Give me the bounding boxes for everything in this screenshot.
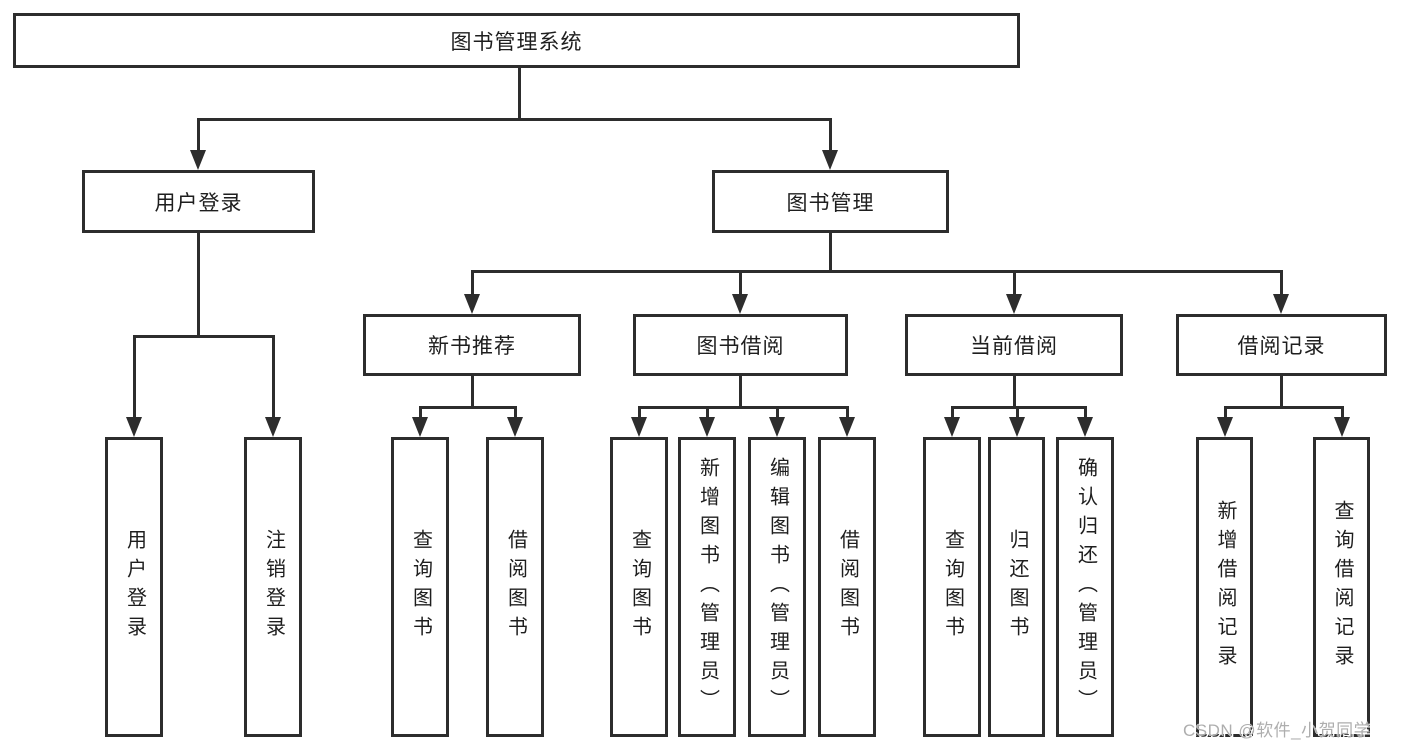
node-user-login-leaf: 用户登录 (105, 437, 163, 737)
connector-line (1016, 406, 1019, 419)
arrowhead-down-icon (699, 417, 715, 437)
arrowhead-down-icon (839, 417, 855, 437)
node-label: 借阅图书 (836, 529, 859, 645)
connector-line (419, 406, 517, 409)
connector-line (471, 270, 1283, 273)
node-book-borrowing: 图书借阅 (633, 314, 848, 376)
node-label: 查询图书 (409, 529, 432, 645)
connector-line (638, 406, 849, 409)
csdn-watermark: CSDN @软件_小贺同学 (1183, 721, 1372, 740)
arrowhead-down-icon (190, 150, 206, 170)
arrowhead-down-icon (1217, 417, 1233, 437)
connector-line (706, 406, 709, 419)
node-label: 图书管理 (786, 191, 875, 215)
connector-line (951, 406, 1087, 409)
node-label: 新书推荐 (428, 335, 516, 358)
connector-line (846, 406, 849, 419)
connector-line (638, 406, 641, 419)
connector-line (272, 335, 275, 419)
node-label: 新增借阅记录 (1214, 500, 1236, 674)
connector-line (471, 376, 474, 406)
connector-line (739, 376, 742, 406)
node-label: 查询图书 (941, 529, 964, 645)
node-label: 图书管理系统 (450, 30, 583, 54)
node-add-borrow-record: 新增借阅记录 (1196, 437, 1253, 737)
connector-line (1341, 406, 1344, 419)
node-query-books-recommend: 查询图书 (391, 437, 449, 737)
node-confirm-return-admin: 确认归还（管理员） (1056, 437, 1114, 737)
arrowhead-down-icon (1009, 417, 1025, 437)
arrowhead-down-icon (126, 417, 142, 437)
connector-line (133, 335, 136, 419)
node-label: 用户登录 (123, 529, 146, 645)
connector-line (1013, 270, 1016, 296)
node-label: 确认归还（管理员） (1074, 456, 1097, 718)
node-edit-books-admin: 编辑图书（管理员） (748, 437, 806, 737)
connector-line (518, 68, 521, 118)
arrowhead-down-icon (822, 150, 838, 170)
arrowhead-down-icon (631, 417, 647, 437)
connector-line (197, 118, 832, 121)
connector-line (471, 270, 474, 296)
node-book-management: 图书管理 (712, 170, 949, 233)
node-return-books: 归还图书 (988, 437, 1045, 737)
connector-line (197, 118, 200, 152)
connector-line (1280, 376, 1283, 406)
arrowhead-down-icon (1273, 294, 1289, 314)
arrowhead-down-icon (507, 417, 523, 437)
node-label: 编辑图书（管理员） (766, 456, 789, 718)
node-query-borrow-record: 查询借阅记录 (1313, 437, 1370, 737)
connector-line (829, 233, 832, 270)
connector-line (776, 406, 779, 419)
connector-line (1224, 406, 1344, 409)
connector-line (1084, 406, 1087, 419)
node-label: 注销登录 (262, 529, 285, 645)
node-borrow-books-recommend: 借阅图书 (486, 437, 544, 737)
arrowhead-down-icon (412, 417, 428, 437)
connector-line (514, 406, 517, 419)
arrowhead-down-icon (944, 417, 960, 437)
connector-line (419, 406, 422, 419)
arrowhead-down-icon (1077, 417, 1093, 437)
node-label: 当前借阅 (970, 335, 1058, 358)
node-borrow-books-borrowing: 借阅图书 (818, 437, 876, 737)
connector-line (829, 118, 832, 152)
connector-line (197, 233, 200, 335)
node-new-book-recommend: 新书推荐 (363, 314, 581, 376)
arrowhead-down-icon (1334, 417, 1350, 437)
node-library-management-system: 图书管理系统 (13, 13, 1020, 68)
connector-line (1013, 376, 1016, 406)
node-label: 借阅记录 (1237, 335, 1326, 358)
node-logout: 注销登录 (244, 437, 302, 737)
node-borrowing-records: 借阅记录 (1176, 314, 1387, 376)
connector-line (951, 406, 954, 419)
connector-line (1224, 406, 1227, 419)
node-label: 图书借阅 (696, 335, 785, 358)
connector-line (133, 335, 275, 338)
arrowhead-down-icon (265, 417, 281, 437)
node-add-books-admin: 新增图书（管理员） (678, 437, 736, 737)
node-query-books-borrowing: 查询图书 (610, 437, 668, 737)
node-user-login: 用户登录 (82, 170, 315, 233)
node-label: 用户登录 (154, 191, 243, 215)
node-query-books-current: 查询图书 (923, 437, 981, 737)
node-label: 归还图书 (1006, 529, 1028, 645)
connector-line (739, 270, 742, 296)
node-current-borrowing: 当前借阅 (905, 314, 1123, 376)
connector-line (1280, 270, 1283, 296)
arrowhead-down-icon (1006, 294, 1022, 314)
node-label: 借阅图书 (504, 529, 527, 645)
arrowhead-down-icon (732, 294, 748, 314)
arrowhead-down-icon (464, 294, 480, 314)
arrowhead-down-icon (769, 417, 785, 437)
node-label: 查询借阅记录 (1331, 500, 1353, 674)
node-label: 查询图书 (628, 529, 651, 645)
node-label: 新增图书（管理员） (696, 456, 719, 718)
